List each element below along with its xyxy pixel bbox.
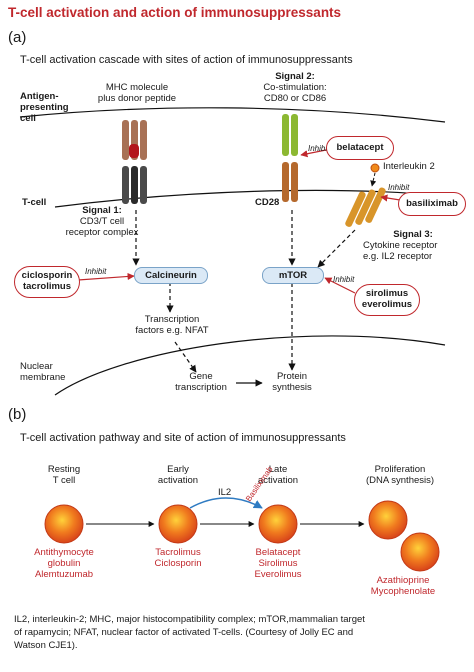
figure-title: T-cell activation and action of immunosu… (8, 5, 342, 20)
panel-a-label: (a) (8, 29, 27, 46)
il2-label: Interleukin 2 (383, 161, 435, 172)
signal3-label: Signal 3: Cytokine receptor e.g. IL2 rec… (363, 229, 438, 262)
panel-b-label: (b) (8, 406, 27, 423)
late-activation-cell-icon (258, 504, 298, 544)
belatacept-inhibit-arrow (300, 149, 327, 158)
basiliximab-badge: basiliximab (398, 192, 466, 216)
apc-membrane (19, 107, 446, 123)
mtor-inhibit-arrow (324, 277, 356, 294)
tcr-complex-icon (122, 166, 147, 204)
resting-t-cell-icon (44, 504, 84, 544)
cd80-cd86-icon (282, 114, 298, 156)
sirolimus-everolimus-badge: sirolimus everolimus (354, 284, 420, 316)
inhibit-label-belatacept: Inhibit (308, 144, 330, 153)
tcell-membrane (54, 189, 446, 208)
tcell-label: T-cell (22, 197, 47, 208)
proliferating-cell-icon-1 (368, 500, 408, 540)
mtor-node: mTOR (262, 267, 324, 284)
il2-arrow (189, 497, 263, 509)
early-activation-cell-icon (158, 504, 198, 544)
inhibit-label-mtor: Inhibit (333, 275, 355, 284)
proliferating-cell-icon-2 (400, 532, 440, 572)
cd28-label: CD28 (255, 197, 280, 208)
cd28-icon (282, 162, 298, 202)
panel-a-subtitle: T-cell activation cascade with sites of … (20, 54, 353, 66)
ciclosporin-tacrolimus-badge: ciclosporin tacrolimus (14, 266, 80, 298)
calcineurin-inhibit-arrow (77, 272, 135, 281)
basiliximab-inhibit-arrow (380, 194, 401, 202)
il2-pathway-label: IL2 (218, 487, 232, 498)
belatacept-badge: belatacept (326, 136, 394, 160)
nfat-arrow (174, 341, 197, 373)
footnote: IL2, interleukin-2; MHC, major histocomp… (14, 614, 365, 651)
stage-label-proliferation: Proliferation(DNA synthesis) (365, 464, 435, 486)
mhc-molecule-icon (122, 120, 147, 160)
signal2-label: Signal 2: Co-stimulation: CD80 or CD86 (263, 71, 327, 104)
interleukin-2-icon (370, 163, 380, 173)
signal3-arrow (317, 229, 356, 268)
inhibit-label-calcineurin: Inhibit (85, 267, 107, 276)
il2-receptor-icon (345, 187, 386, 227)
calcineurin-node: Calcineurin (134, 267, 208, 284)
signal1-label: Signal 1: CD3/T cell receptor complex (65, 205, 139, 238)
nuclear-membrane-line (54, 335, 446, 396)
inhibit-label-basiliximab: Inhibit (388, 183, 410, 192)
panel-b-subtitle: T-cell activation pathway and site of ac… (20, 432, 346, 444)
